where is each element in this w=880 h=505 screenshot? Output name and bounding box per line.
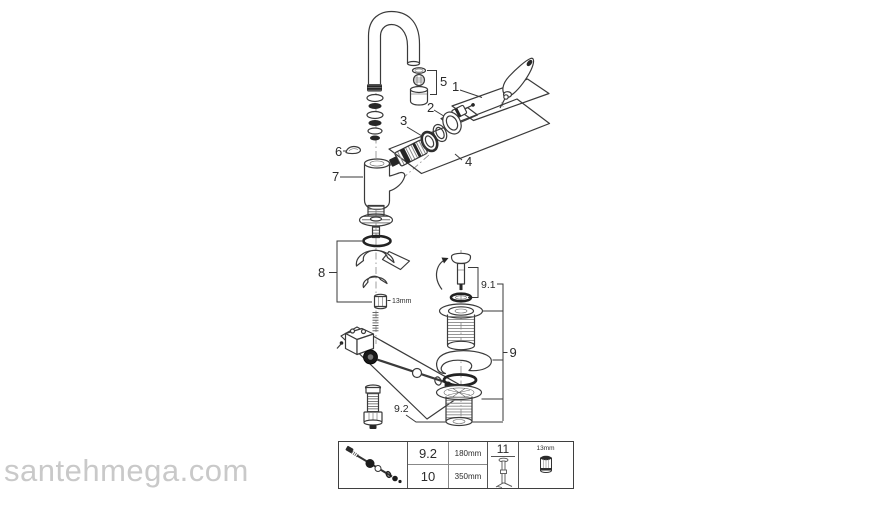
group-4-outline — [388, 98, 551, 175]
plug-washer — [449, 292, 473, 303]
length-spec-grid: 9.2 180mm 10 350mm — [408, 442, 488, 488]
nut-size-text: 13mm — [536, 445, 555, 452]
popup-rod-group: 9.2 — [336, 326, 503, 429]
callout-2: 2 — [427, 100, 434, 115]
spout — [366, 10, 421, 141]
callout-1: 1 — [452, 79, 459, 94]
watermark: santehmega.com — [4, 453, 249, 488]
drain-o-ring — [442, 373, 478, 387]
spec-length: 180mm — [449, 442, 487, 465]
callout-4: 4 — [465, 154, 472, 169]
cartridge-group: 4 3 — [386, 98, 551, 175]
spec-part-number: 9.2 — [408, 442, 449, 465]
callout-8: 8 — [318, 265, 325, 280]
cartridge — [386, 139, 428, 168]
popup-rod-drawing-cell — [339, 442, 408, 488]
lift-rod-drawing — [495, 457, 512, 488]
callout-6: 6 — [335, 144, 342, 159]
callout-7: 7 — [332, 169, 339, 184]
mounting-nut — [373, 295, 388, 308]
nut-13mm-drawing — [539, 455, 552, 473]
rotation-arrow — [435, 257, 448, 290]
drain-group: 9.1 9 — [435, 252, 517, 427]
callout-9-1: 9.1 — [481, 279, 496, 291]
handle-group: 1 — [451, 57, 550, 122]
spec-table: 9.2 180mm 10 350mm 11 13mm — [338, 441, 574, 489]
mounting-shoe — [355, 249, 395, 267]
spec-length: 350mm — [454, 472, 482, 481]
group-1-outline — [451, 78, 550, 122]
callout-3: 3 — [400, 113, 407, 128]
callout-9-2: 9.2 — [394, 403, 409, 415]
callout-5: 5 — [440, 74, 447, 89]
callout-9: 9 — [510, 345, 517, 360]
nut-size-label: 13mm — [392, 298, 412, 305]
lift-rod-cell: 11 — [488, 442, 519, 488]
handle-screw — [503, 94, 509, 100]
retaining-clip — [345, 145, 361, 155]
aerator-group: 5 — [409, 67, 447, 106]
drain-clamp — [436, 350, 492, 375]
horseshoe-washer — [362, 275, 388, 289]
spec-part-number: 10 — [408, 465, 449, 488]
lever-handle — [502, 57, 535, 97]
mounting-group: 13mm 8 — [318, 234, 412, 332]
body-group: 6 7 — [332, 144, 406, 239]
faucet-body — [363, 163, 406, 211]
nut-cell: 13mm — [519, 442, 572, 488]
popup-rod-drawing — [345, 445, 402, 484]
callout-11: 11 — [491, 443, 515, 457]
